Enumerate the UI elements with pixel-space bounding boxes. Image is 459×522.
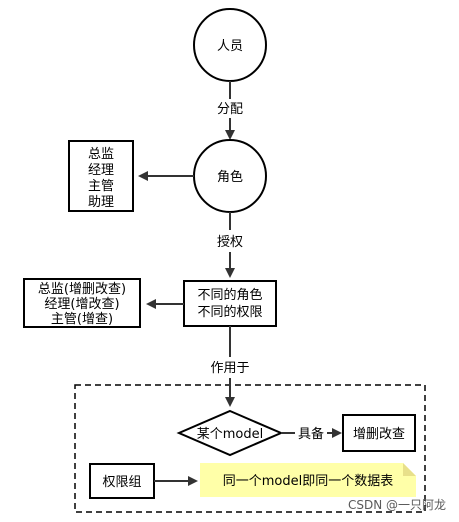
some-model-diamond <box>176 409 284 457</box>
job-title-item: 主管 <box>88 179 114 194</box>
diff-role-permission-rect <box>183 280 277 327</box>
authorize-edge-label: 授权 <box>217 234 243 250</box>
has-edge-label: 具备 <box>298 426 324 442</box>
role-permission-variant: 主管(增查) <box>51 312 113 327</box>
applies-to-edge-label: 作用于 <box>210 361 249 376</box>
some-model-node[interactable]: 某个model <box>176 409 284 457</box>
job-title-item: 助理 <box>88 195 114 210</box>
role-label: 角色 <box>217 169 243 185</box>
note-label: 同一个model即同一个数据表 <box>223 474 393 489</box>
assign-edge-label: 分配 <box>217 102 243 117</box>
job-title-item: 总监 <box>88 147 114 162</box>
job-titles-box[interactable]: 总监 经理 主管 助理 <box>68 140 134 212</box>
role-permission-variant: 总监(增删改查) <box>38 282 126 297</box>
permission-group-box[interactable]: 权限组 <box>89 463 155 499</box>
crud-label: 增删改查 <box>353 427 405 442</box>
scope-dashed-frame <box>74 384 426 513</box>
person-node[interactable]: 人员 <box>193 8 267 82</box>
role-permission-variant: 经理(增改查) <box>44 297 119 312</box>
role-permission-variants-rect <box>23 278 141 328</box>
note-fold <box>403 463 416 476</box>
permission-group-label: 权限组 <box>102 474 141 490</box>
role-permission-variants-box[interactable]: 总监(增删改查) 经理(增改查) 主管(增查) <box>23 278 141 328</box>
diff-role-label: 不同的角色 <box>197 287 262 303</box>
crud-box[interactable]: 增删改查 <box>342 414 416 452</box>
note-shape[interactable]: 同一个model即同一个数据表 <box>200 463 416 497</box>
csdn-watermark: CSDN @一只阿龙 <box>348 498 446 512</box>
job-titles-rect <box>68 140 134 212</box>
crud-rect <box>342 414 416 452</box>
note-body <box>200 463 416 497</box>
diff-permission-label: 不同的权限 <box>197 304 262 320</box>
job-title-item: 经理 <box>88 163 114 178</box>
person-label: 人员 <box>217 39 243 54</box>
some-model-label: 某个model <box>197 427 263 442</box>
role-node[interactable]: 角色 <box>193 139 267 213</box>
diff-role-permission-box[interactable]: 不同的角色 不同的权限 <box>183 280 277 327</box>
